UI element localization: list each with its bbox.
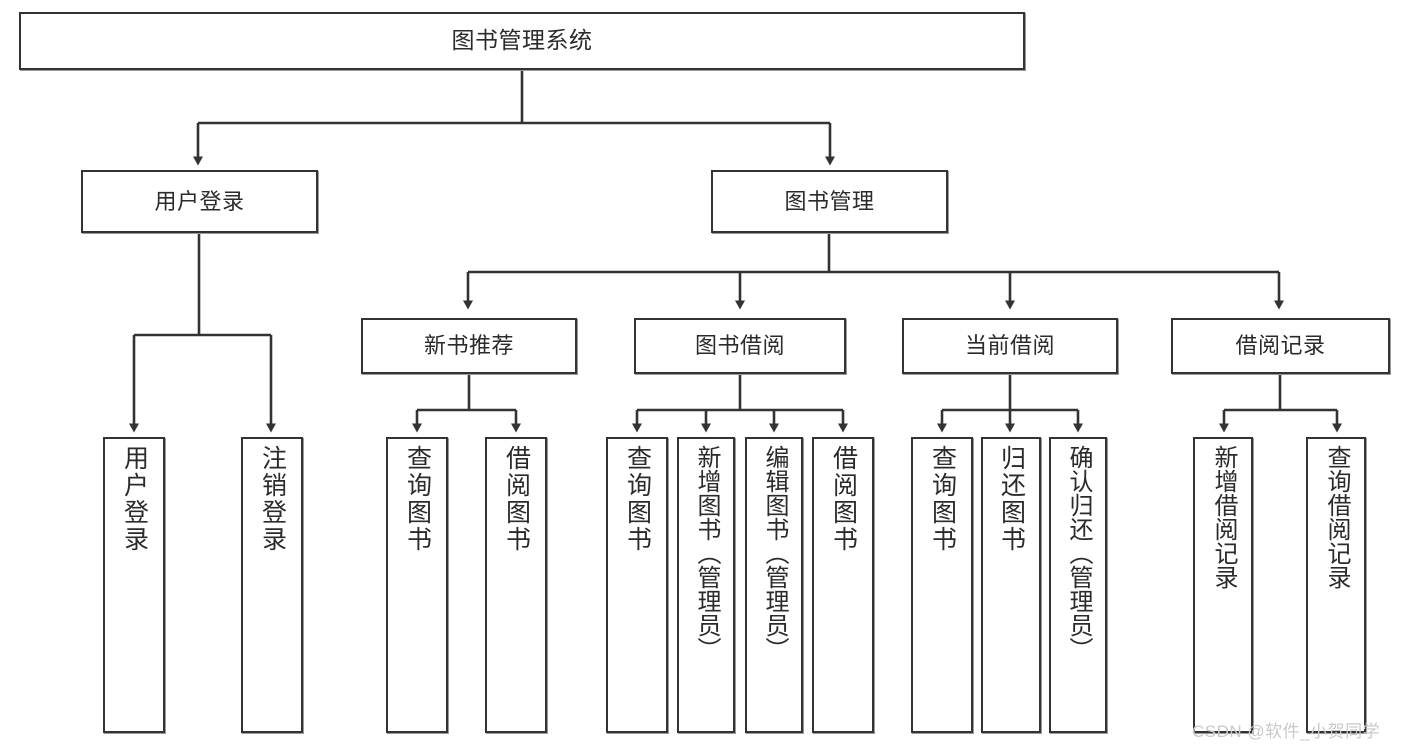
- node-label: 用户登录: [120, 445, 149, 553]
- leaf-query-book-2[interactable]: 查询图书: [606, 437, 668, 733]
- node-label: 新书推荐: [423, 333, 514, 359]
- node-label: 借阅记录: [1235, 333, 1326, 359]
- leaf-return-book[interactable]: 归还图书: [981, 437, 1041, 733]
- node-label: 图书管理系统: [451, 27, 593, 54]
- node-current-borrow[interactable]: 当前借阅: [902, 318, 1118, 374]
- node-label: 用户登录: [154, 188, 245, 214]
- csdn-watermark: CSDN @软件_小贺同学: [1192, 722, 1381, 741]
- node-borrow-record[interactable]: 借阅记录: [1171, 318, 1390, 374]
- leaf-user-logout[interactable]: 注销登录: [241, 437, 303, 733]
- node-label: 归还图书: [997, 445, 1026, 553]
- node-label: 查询借阅记录: [1323, 445, 1350, 589]
- leaf-add-record[interactable]: 新增借阅记录: [1193, 437, 1253, 733]
- node-book-manage[interactable]: 图书管理: [711, 170, 948, 233]
- leaf-query-book-3[interactable]: 查询图书: [911, 437, 973, 733]
- node-root-book-management-system[interactable]: 图书管理系统: [19, 12, 1025, 70]
- leaf-add-book[interactable]: 新增图书（管理员）: [677, 437, 735, 733]
- node-label: 图书管理: [784, 188, 875, 214]
- node-user-login[interactable]: 用户登录: [81, 170, 318, 233]
- leaf-borrow-book-1[interactable]: 借阅图书: [485, 437, 547, 733]
- node-label: 当前借阅: [964, 333, 1055, 359]
- node-book-borrow[interactable]: 图书借阅: [634, 318, 846, 374]
- leaf-query-book-1[interactable]: 查询图书: [386, 437, 448, 733]
- node-label: 注销登录: [258, 445, 287, 553]
- node-label: 确认归还（管理员）: [1065, 445, 1092, 661]
- node-label: 查询图书: [403, 445, 432, 553]
- leaf-borrow-book-2[interactable]: 借阅图书: [812, 437, 874, 733]
- node-label: 借阅图书: [502, 445, 531, 553]
- node-label: 图书借阅: [694, 333, 785, 359]
- node-label: 借阅图书: [829, 445, 858, 553]
- node-label: 查询图书: [623, 445, 652, 553]
- leaf-confirm-return[interactable]: 确认归还（管理员）: [1049, 437, 1107, 733]
- node-label: 新增图书（管理员）: [693, 445, 720, 661]
- leaf-query-record[interactable]: 查询借阅记录: [1306, 437, 1366, 733]
- node-label: 新增借阅记录: [1210, 445, 1237, 589]
- node-label: 编辑图书（管理员）: [761, 445, 788, 661]
- node-new-book-recommend[interactable]: 新书推荐: [361, 318, 577, 374]
- leaf-edit-book[interactable]: 编辑图书（管理员）: [745, 437, 803, 733]
- leaf-user-login[interactable]: 用户登录: [103, 437, 165, 733]
- node-label: 查询图书: [928, 445, 957, 553]
